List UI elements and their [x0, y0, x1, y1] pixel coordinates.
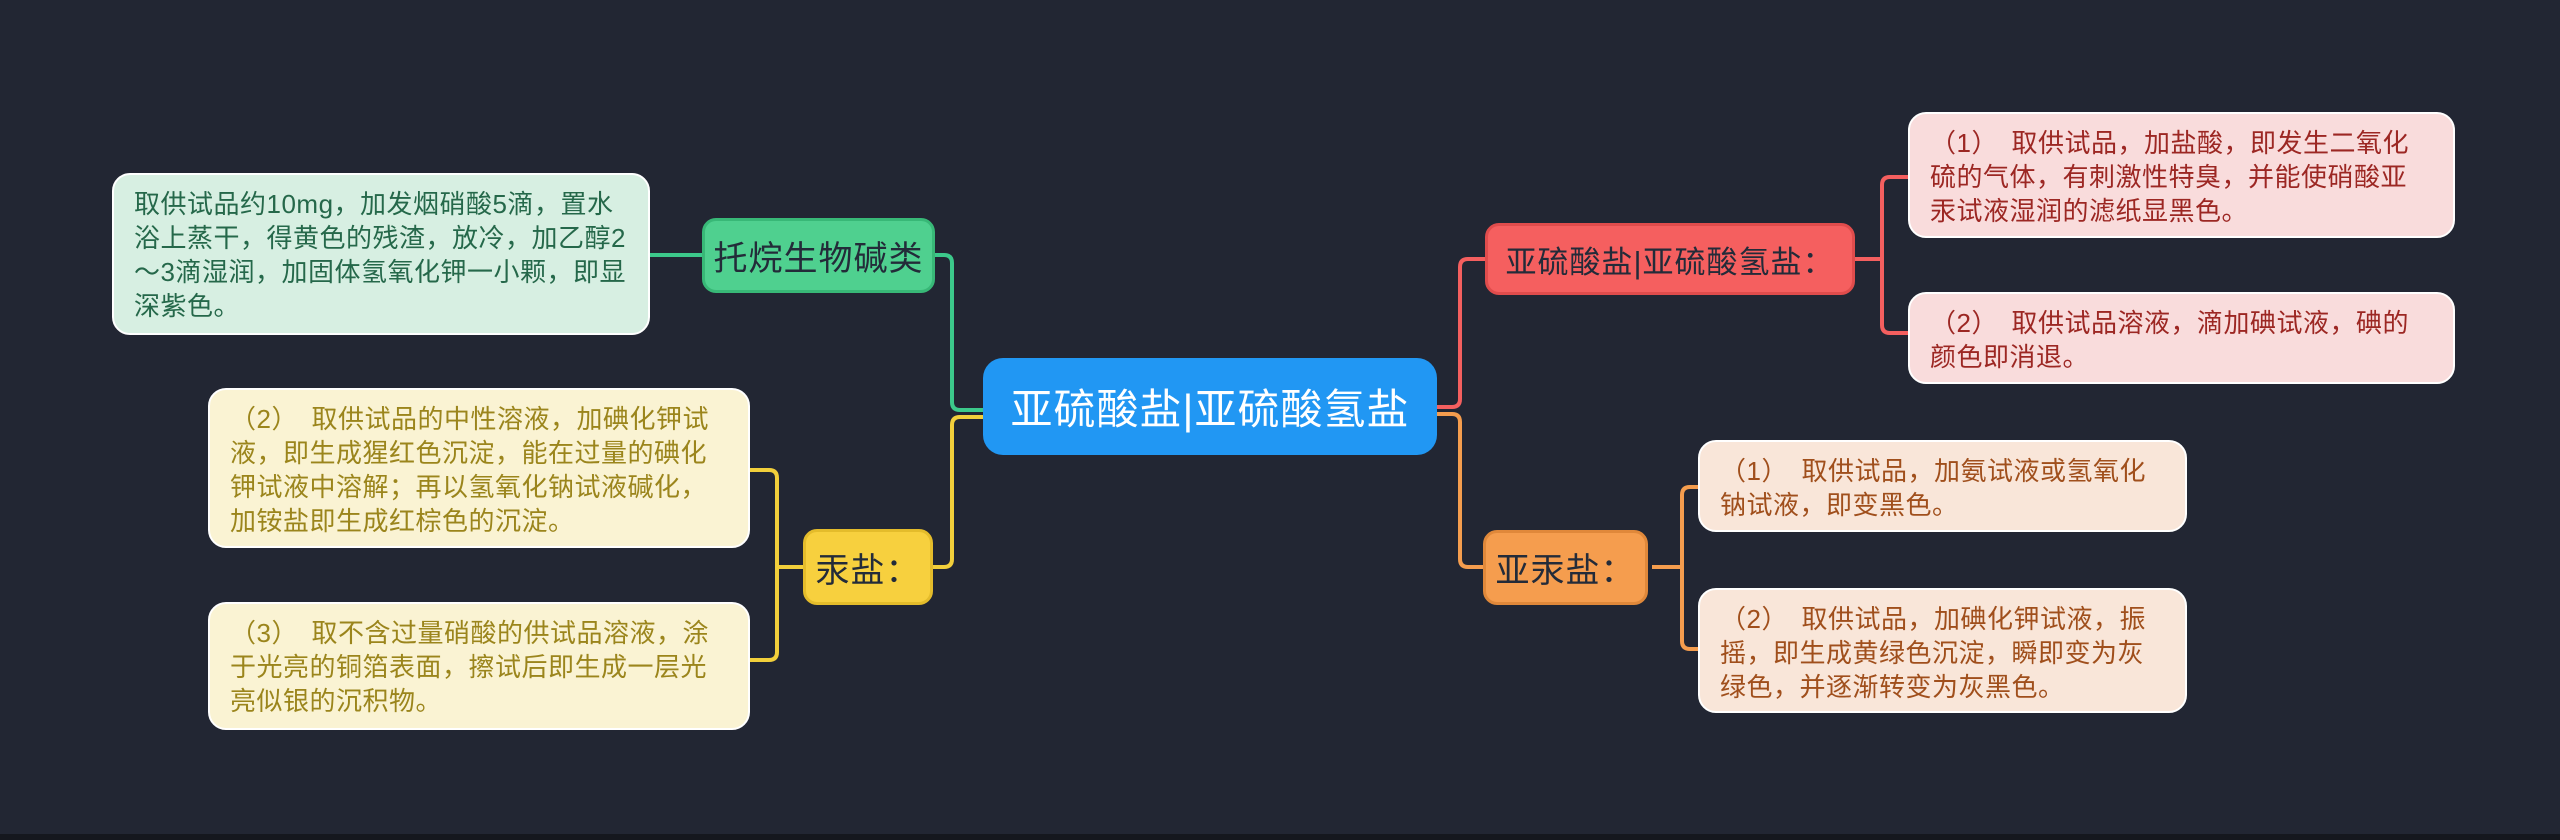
tropane-node-label: 托烷生物碱类: [713, 240, 924, 278]
sulfite-note-2[interactable]: （2） 取供试品溶液，滴加碘试液，碘的颜色即消退。: [1908, 292, 2455, 384]
mercurous-node-label: 亚汞盐：: [1495, 552, 1636, 590]
sulfite-node-label: 亚硫酸盐|亚硫酸氢盐：: [1505, 244, 1835, 280]
tropane-node[interactable]: 托烷生物碱类: [702, 218, 935, 293]
root-node-label: 亚硫酸盐|亚硫酸氢盐: [1010, 386, 1410, 433]
mercurous-node[interactable]: 亚汞盐：: [1483, 530, 1648, 605]
mercurous-note-1[interactable]: （1） 取供试品，加氨试液或氢氧化钠试液，即变黑色。: [1698, 440, 2187, 532]
sulfite-note-1[interactable]: （1） 取供试品，加盐酸，即发生二氧化硫的气体，有刺激性特臭，并能使硝酸亚汞试液…: [1908, 112, 2455, 238]
mercurous-note-2[interactable]: （2） 取供试品，加碘化钾试液，振摇，即生成黄绿色沉淀，瞬即变为灰绿色，并逐渐转…: [1698, 588, 2187, 713]
connector-root-to-mercurous: [1437, 412, 1483, 569]
mercury-note-2[interactable]: （3） 取不含过量硝酸的供试品溶液，涂于光亮的铜箔表面，擦试后即生成一层光亮似银…: [208, 602, 750, 730]
connector-mercury-bracket: [750, 468, 803, 662]
sulfite-node[interactable]: 亚硫酸盐|亚硫酸氢盐：: [1485, 223, 1855, 295]
root-node[interactable]: 亚硫酸盐|亚硫酸氢盐: [983, 358, 1437, 455]
connector-sulfite-bracket: [1855, 175, 1908, 335]
mercury-node-label: 汞盐：: [815, 551, 921, 590]
connector-mercurous-bracket: [1652, 485, 1698, 651]
connector-root-to-tropane: [935, 253, 983, 412]
mercury-note-1[interactable]: （2） 取供试品的中性溶液，加碘化钾试液，即生成猩红色沉淀，能在过量的碘化钾试液…: [208, 388, 750, 548]
bottom-strip: [0, 834, 2560, 840]
connector-root-to-mercury: [933, 415, 983, 569]
connector-root-to-sulfite: [1437, 257, 1485, 409]
tropane-note[interactable]: 取供试品约10mg，加发烟硝酸5滴，置水浴上蒸干，得黄色的残渣，放冷，加乙醇2～…: [112, 173, 650, 335]
mercury-node[interactable]: 汞盐：: [803, 529, 933, 605]
